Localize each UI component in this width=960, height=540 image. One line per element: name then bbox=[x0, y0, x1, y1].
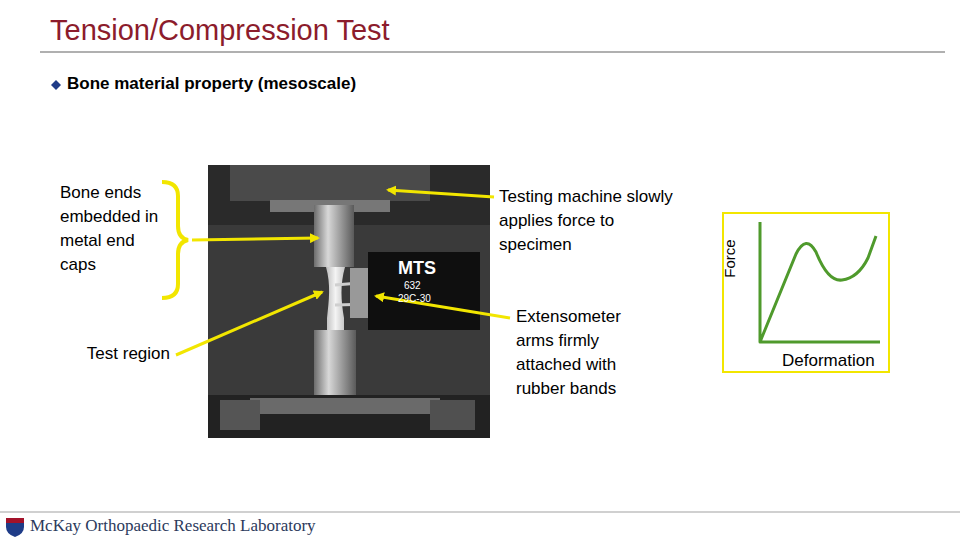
logo-shield bbox=[6, 518, 24, 537]
title-rule bbox=[40, 51, 945, 53]
footer-rule bbox=[0, 511, 960, 513]
leader-line bbox=[388, 190, 494, 197]
force-deformation-curve bbox=[724, 214, 888, 371]
slide-title: Tension/Compression Test bbox=[50, 14, 390, 47]
axis-label: Force bbox=[721, 239, 738, 277]
callout-label: Testing machine slowly applies force to … bbox=[499, 185, 684, 257]
bullet-text: Bone material property (mesoscale) bbox=[67, 74, 356, 94]
photo bbox=[208, 165, 490, 438]
device-marking: MTS bbox=[398, 258, 436, 279]
device-marking: 29C-30 bbox=[398, 293, 431, 304]
leader-line bbox=[376, 296, 510, 318]
leader-line bbox=[176, 292, 322, 355]
callout-label: Test region bbox=[40, 344, 170, 364]
callout-label: Extensometer arms firmly attached with r… bbox=[516, 305, 656, 401]
device-marking: 632 bbox=[404, 280, 421, 291]
bullet bbox=[51, 80, 61, 90]
callout-label: Bone ends embedded in metal end caps bbox=[60, 181, 172, 277]
leader-line bbox=[192, 238, 318, 240]
plot-panel: ForceDeformation bbox=[722, 212, 890, 373]
bracket bbox=[162, 182, 188, 298]
axis-label: Deformation bbox=[782, 351, 875, 371]
footer-logo-text: McKay Orthopaedic Research Laboratory bbox=[30, 516, 316, 536]
